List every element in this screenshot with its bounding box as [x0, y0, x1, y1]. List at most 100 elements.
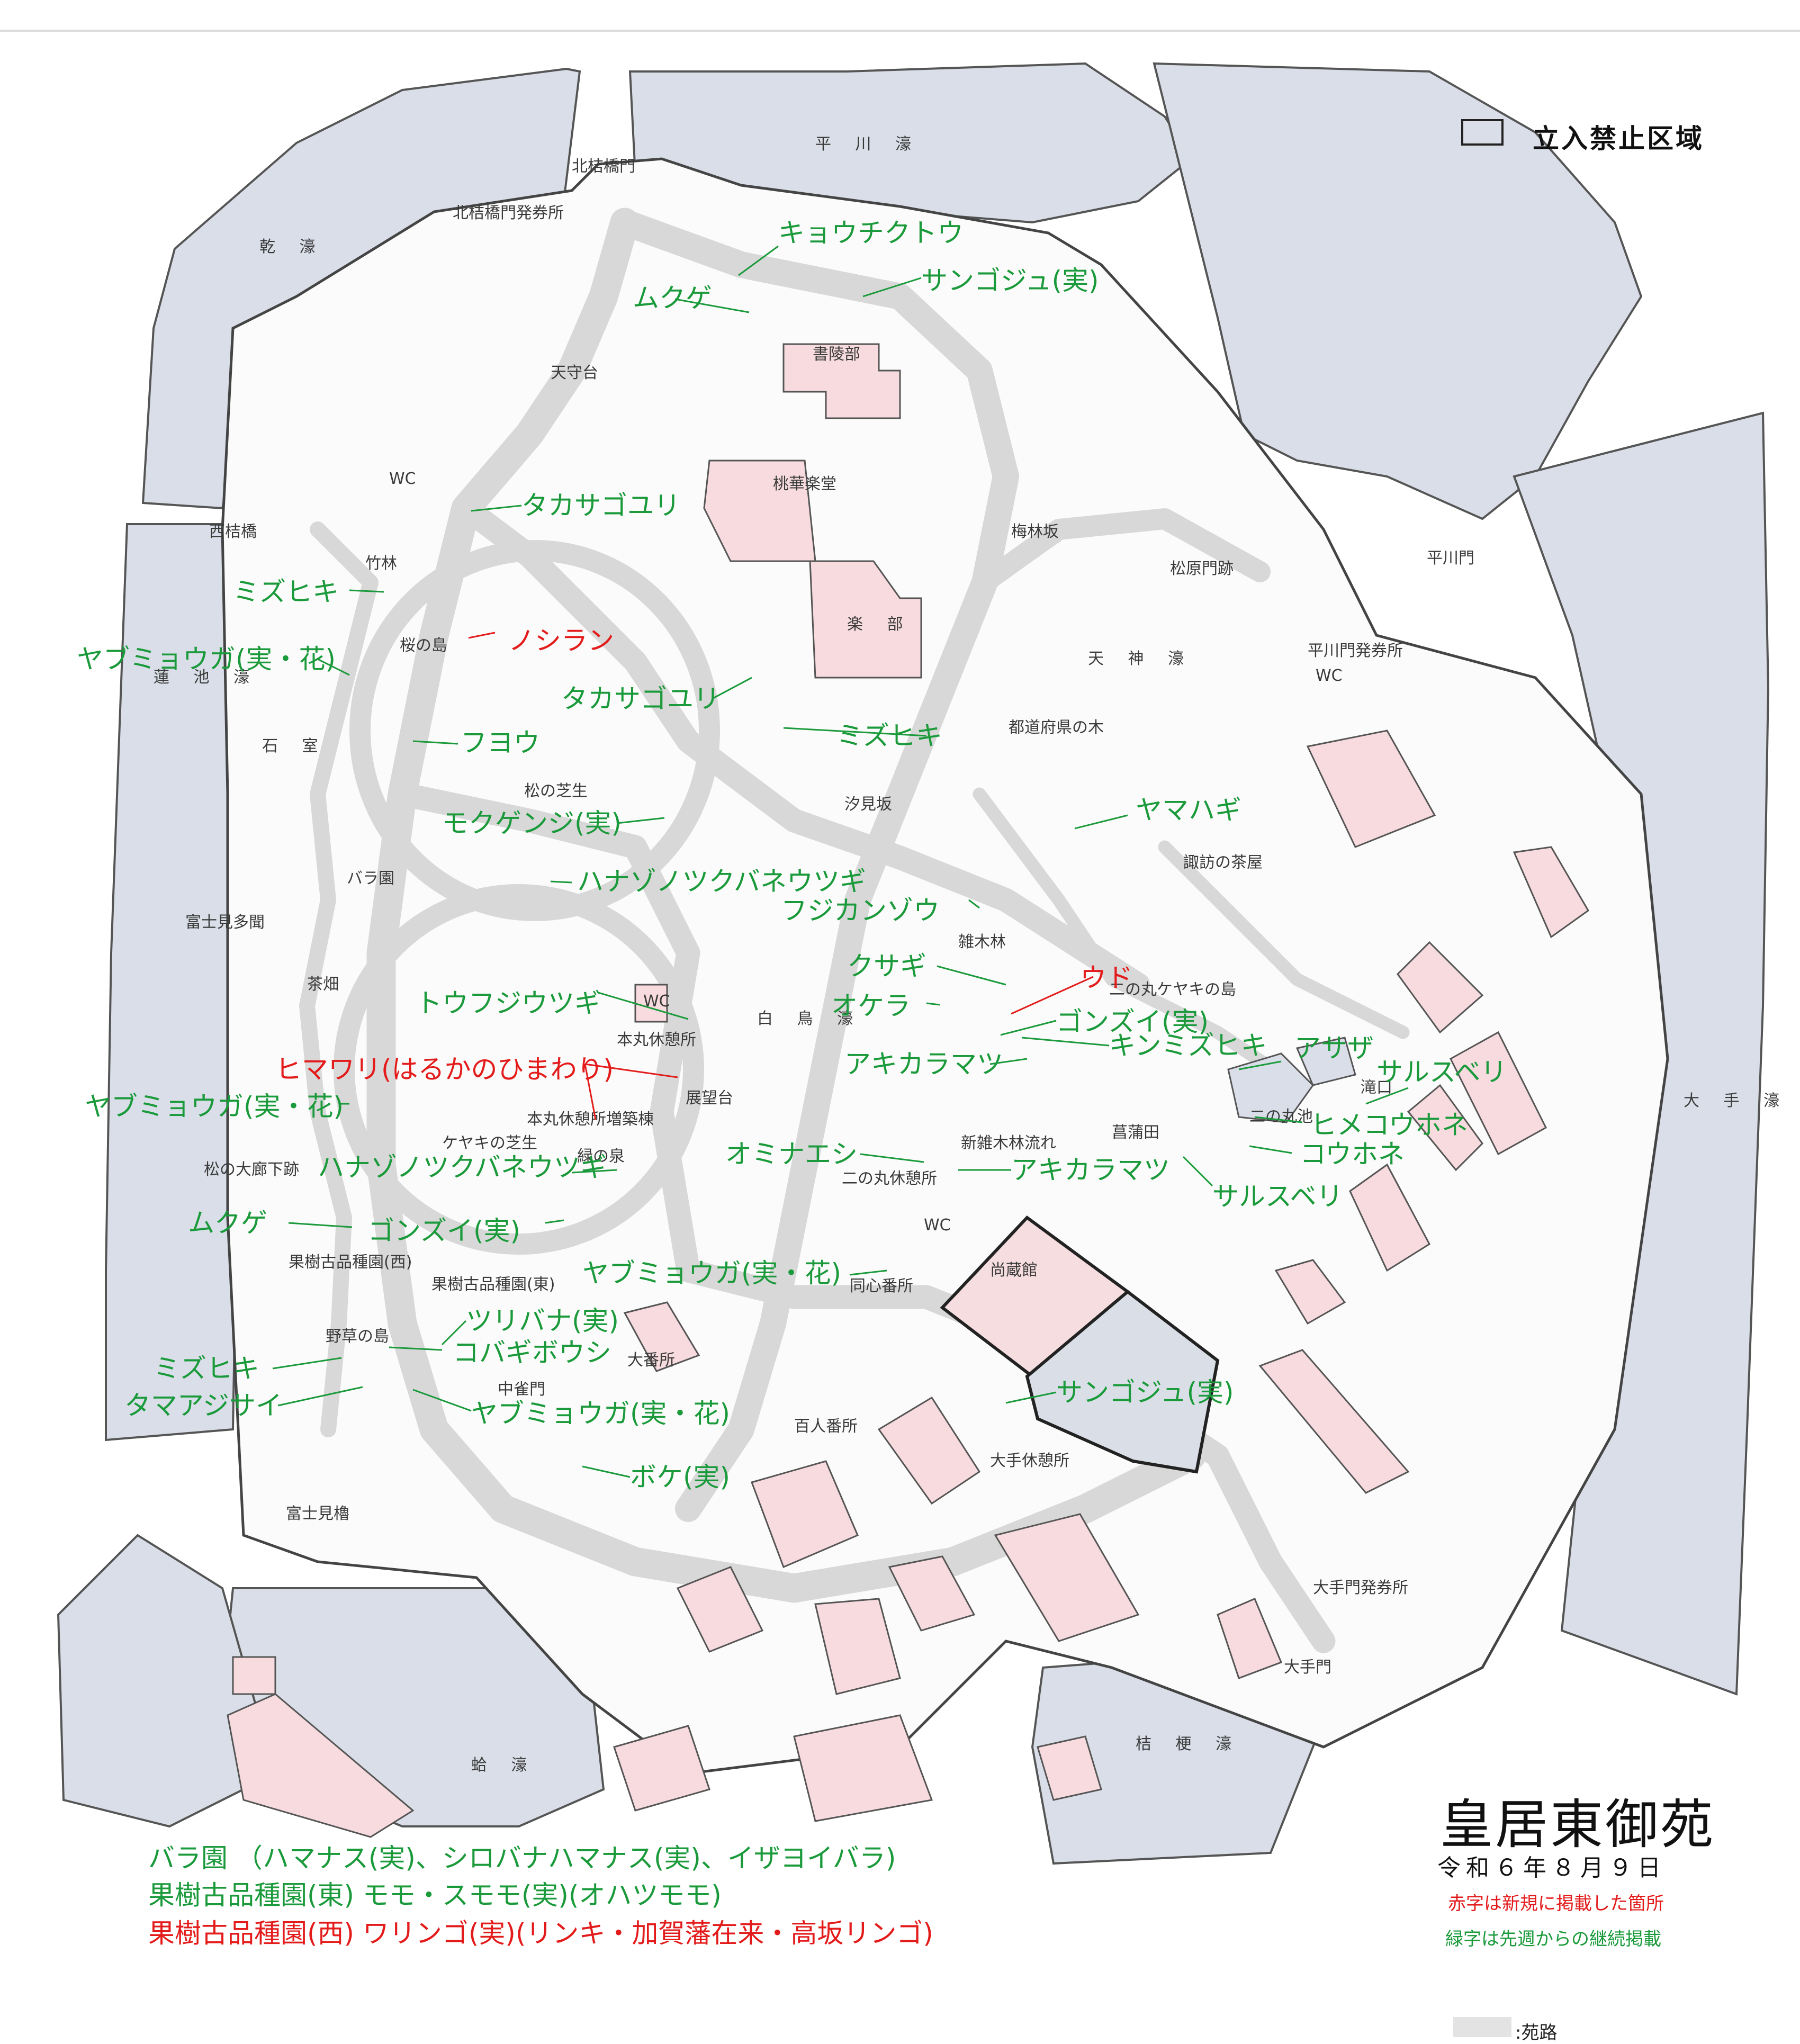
map-date: 令和６年８月９日 — [1437, 1854, 1666, 1881]
ishimuro-label: 石 室 — [262, 737, 328, 755]
ote-moat-label: 大 手 濠 — [1684, 1092, 1789, 1110]
red-text-note: 赤字は新規に掲載した箇所 — [1448, 1893, 1664, 1914]
plant-akikaramatsu-2: アキカラマツ — [1011, 1155, 1170, 1185]
ote-ticket-label: 大手門発券所 — [1313, 1579, 1408, 1597]
rose-garden-label: バラ園 — [347, 869, 394, 888]
fruit-east-note: 果樹古品種園(東) モモ・スモモ(実)(オハツモモ) — [148, 1880, 722, 1911]
plant-yabumyouga-1: ヤブミョウガ(実・花) — [77, 644, 336, 674]
rose-garden-note: バラ園 （ハマナス(実)、シロバナハマナス(実)、イザヨイバラ) — [148, 1843, 896, 1874]
hakucho-moat-label: 白 鳥 濠 — [757, 1010, 863, 1028]
plant-noshiran: ノシラン — [508, 625, 614, 656]
tea-field-label: 茶畑 — [307, 975, 339, 994]
kitahanebashi-ticket-label: 北桔橋門発券所 — [453, 204, 564, 222]
matsu-roka-label: 松の大廊下跡 — [204, 1160, 299, 1179]
hyakunin-bansho-label: 百人番所 — [794, 1417, 858, 1436]
honmaru-rest-label: 本丸休憩所 — [617, 1031, 696, 1049]
matsubara-gate-label: 松原門跡 — [1170, 560, 1234, 578]
plant-kobagibousi: コバギボウシ — [453, 1337, 611, 1368]
path-legend-label: :苑路 — [1515, 2022, 1558, 2043]
tenjin-moat-label: 天 神 濠 — [1088, 650, 1194, 668]
keyaki-lawn-label: ケヤキの芝生 — [442, 1134, 537, 1152]
nakanomon-label: 中雀門 — [498, 1380, 545, 1399]
plant-sarusuberi-2: サルスベリ — [1212, 1181, 1343, 1212]
plant-mizuhiki-1: ミズヒキ — [233, 577, 339, 607]
buildings — [227, 343, 1589, 1838]
hirakawa-moat-label: 平 川 濠 — [815, 135, 921, 154]
wc4-label: WC — [924, 1216, 951, 1235]
plant-sangoju-2: サンゴジュ(実) — [1056, 1377, 1234, 1408]
plant-yabumyouga-4: ヤブミョウガ(実・花) — [471, 1398, 731, 1429]
plant-yamahagi: ヤマハギ — [1136, 795, 1241, 825]
suwa-teahouse-label: 諏訪の茶屋 — [1183, 853, 1263, 872]
plant-yabumyouga-2: ヤブミョウガ(実・花) — [85, 1091, 344, 1122]
plant-kusagi: クサギ — [847, 951, 926, 982]
plant-mukuge-1: ムクゲ — [633, 283, 712, 313]
moats — [57, 62, 1770, 1865]
shozokan-label: 尚蔵館 — [990, 1261, 1038, 1280]
matsu-lawn-label: 松の芝生 — [524, 782, 588, 800]
iris-field-label: 菖蒲田 — [1112, 1123, 1159, 1142]
plant-hanazonotsukubane-1: ハナゾノツクバネウツギ — [577, 866, 866, 897]
obansho-label: 大番所 — [627, 1351, 675, 1370]
ote-rest-label: 大手休憩所 — [990, 1452, 1069, 1470]
plant-ominaeshi: オミナエシ — [725, 1139, 858, 1169]
tenshudai-label: 天守台 — [551, 364, 598, 382]
restricted-area — [1025, 1290, 1220, 1474]
fruit-east-label: 果樹古品種園(東) — [431, 1275, 555, 1294]
sakura-island-label: 桜の島 — [400, 636, 447, 655]
plant-tamaajisai: タマアジサイ — [124, 1390, 282, 1421]
garden-paths — [299, 208, 1410, 1653]
plant-fuyou: フヨウ — [461, 727, 540, 758]
otemon-label: 大手門 — [1284, 1658, 1331, 1677]
plant-kinmizuhiki: キンミズヒキ — [1109, 1030, 1267, 1061]
plant-himekouhone: ヒメコウホネ — [1310, 1110, 1468, 1140]
honmaru-rest-annex-label: 本丸休憩所増築棟 — [527, 1110, 654, 1129]
shiomizaka-label: 汐見坂 — [844, 795, 892, 814]
keyaki-lawn-ring — [334, 884, 704, 1255]
plant-okera: オケラ — [831, 991, 911, 1021]
restricted-legend-swatch — [1461, 119, 1504, 146]
wild-grass-island-label: 野草の島 — [326, 1327, 389, 1346]
bairinzaka-label: 梅林坂 — [1011, 523, 1059, 541]
plant-sarusuberi-1: サルスベリ — [1376, 1057, 1507, 1087]
zoki-forest-label: 雑木林 — [958, 933, 1006, 951]
shoryobu-label: 書陵部 — [813, 345, 860, 364]
plant-toufujiutsugi: トウフジウツギ — [416, 988, 601, 1019]
green-text-note: 緑字は先週からの継続掲載 — [1445, 1929, 1661, 1950]
inui-moat-label: 乾 濠 — [259, 238, 325, 256]
plant-himawari: ヒマワリ(はるかのひまわり) — [275, 1054, 614, 1085]
kikyo-moat-label: 桔 梗 濠 — [1136, 1735, 1241, 1753]
fruit-west-note: 果樹古品種園(西) ワリンゴ(実)(リンキ・加賀藩在来・高坂リンゴ) — [148, 1918, 933, 1949]
ninomaru-rest-label: 二の丸休憩所 — [842, 1169, 937, 1188]
doshin-bansho-label: 同心番所 — [850, 1277, 913, 1295]
plant-sangoju-1: サンゴジュ(実) — [921, 265, 1099, 296]
fujimi-tamon-label: 富士見多聞 — [185, 913, 265, 932]
midori-spring-label: 緑の泉 — [577, 1147, 625, 1166]
plant-tsuribana: ツリバナ(実) — [466, 1305, 619, 1336]
fruit-west-label: 果樹古品種園(西) — [289, 1253, 412, 1272]
upper-right-moat — [1153, 62, 1643, 520]
plant-boke: ボケ(実) — [630, 1462, 731, 1492]
plant-kouhone: コウホネ — [1300, 1139, 1405, 1169]
ponds — [1227, 1037, 1356, 1123]
waterfall-label: 滝口 — [1361, 1078, 1392, 1097]
hirakawa-ticket-label: 平川門発券所 — [1308, 642, 1403, 660]
restricted-legend-label: 立入禁止区域 — [1533, 123, 1704, 154]
wc3-label: WC — [1316, 667, 1343, 685]
plant-udo: ウド — [1080, 962, 1133, 993]
wc1-label: WC — [389, 470, 416, 488]
hasuike-moat-label: 蓮 池 濠 — [154, 668, 259, 687]
new-zoki-stream-label: 新雑木林流れ — [961, 1134, 1056, 1152]
plant-fujikanzou: フジカンゾウ — [781, 895, 940, 926]
nishihanebashi-label: 西桔橋 — [209, 523, 257, 541]
plant-mukuge-2: ムクゲ — [188, 1208, 267, 1238]
gakubu-label: 楽 部 — [847, 615, 913, 634]
plant-gonzui-1: ゴンズイ(実) — [1056, 1006, 1209, 1037]
fujimi-yagura-label: 富士見櫓 — [286, 1505, 349, 1523]
plant-yabumyouga-3: ヤブミョウガ(実・花) — [582, 1258, 842, 1289]
plant-kyouchikutou: キョウチクトウ — [778, 218, 964, 248]
plant-takasagoyuri-2: タカサゴユリ — [561, 683, 720, 714]
plant-gonzui-2: ゴンズイ(実) — [368, 1215, 521, 1246]
